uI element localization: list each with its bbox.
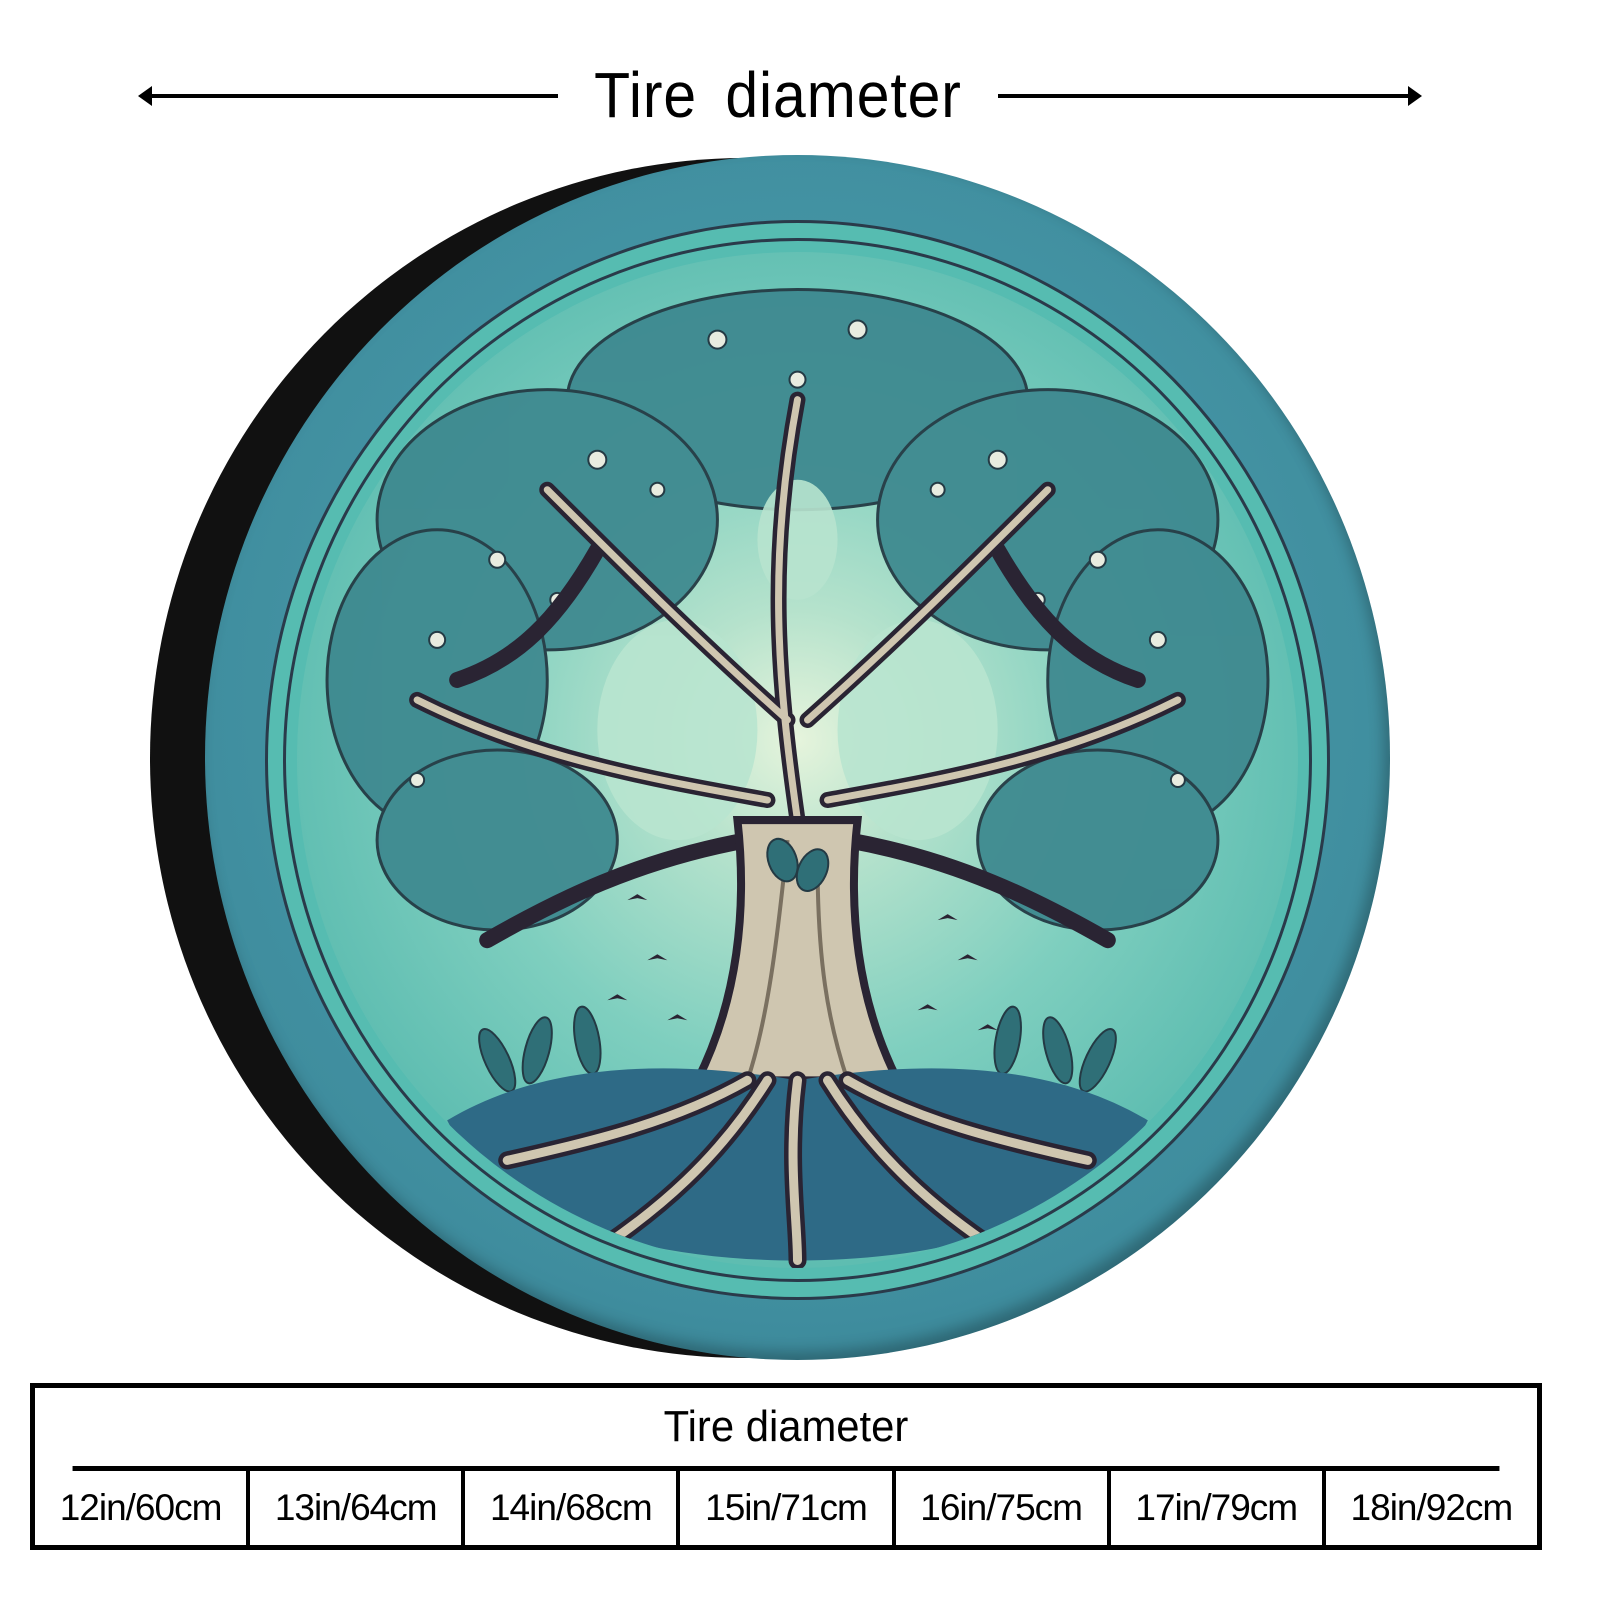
tire-diameter-label: Tire diameter (594, 59, 962, 131)
size-option-13in: 13in/64cm (250, 1471, 466, 1545)
size-option-16in: 16in/75cm (896, 1471, 1111, 1545)
size-option-18in: 18in/92cm (1350, 1487, 1514, 1528)
size-table-header: Tire diameter (72, 1388, 1500, 1471)
size-option-12in: 12in/60cm (35, 1471, 251, 1545)
tree-of-life-icon (325, 288, 1270, 1268)
tire-cover-face (205, 155, 1390, 1360)
tire-diameter-indicator: Tire diameter (138, 55, 1422, 135)
dimension-line-right (998, 94, 1410, 98)
size-option-17in: 17in/79cm (1111, 1471, 1326, 1545)
size-table-row: 12in/60cm 13in/64cm 14in/68cm 15in/71cm … (35, 1471, 1537, 1545)
tree-of-life-artwork (297, 252, 1298, 1268)
dimension-line-left (146, 94, 558, 98)
tire-cover-image (150, 150, 1390, 1370)
arrow-left-icon (138, 86, 152, 106)
size-option-15in: 15in/71cm (680, 1471, 896, 1545)
arrow-right-icon (1408, 86, 1422, 106)
inner-ring (283, 238, 1312, 1282)
size-option-14in: 14in/68cm (465, 1471, 681, 1545)
size-chart-table: Tire diameter 12in/60cm 13in/64cm 14in/6… (30, 1383, 1542, 1550)
